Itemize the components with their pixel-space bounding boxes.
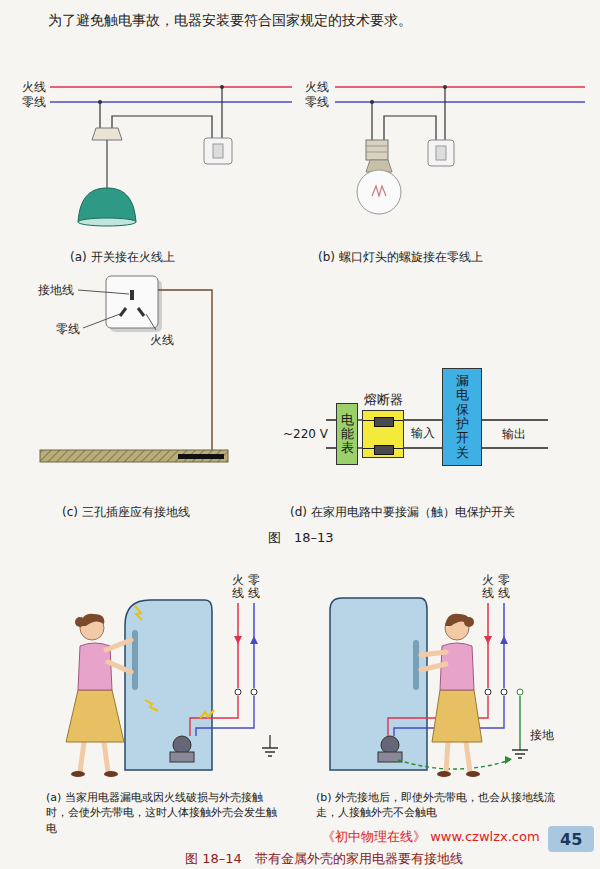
figure-caption: 图 18–13 (268, 530, 334, 546)
wire-label: 零线 (22, 95, 46, 109)
rcd-box: 漏电保护开关 (442, 368, 482, 466)
panel-caption: (d) 在家用电路中要接漏（触）电保护开关 (290, 505, 515, 519)
part-label: 火线 (150, 333, 174, 347)
panel-caption: (c) 三孔插座应有接地线 (62, 505, 190, 519)
appliance-without-earth (125, 600, 278, 770)
signal-label: 输入 (411, 426, 435, 440)
panel-caption: (a) 当家用电器漏电或因火线破损与外壳接触时，会使外壳带电，这时人体接触外壳会… (46, 790, 281, 836)
person (421, 614, 482, 777)
three-pin-socket (40, 276, 228, 462)
appliance-with-earth (330, 598, 528, 770)
wire-label: 零线 (248, 574, 260, 600)
wire-connector (404, 419, 442, 420)
box-heading: 熔断器 (351, 392, 415, 408)
intro-text: 为了避免触电事故，电器安装要符合国家规定的技术要求。 (48, 12, 412, 29)
wire-label: 火线 (232, 574, 244, 600)
voltage-label: ~220 V (283, 427, 328, 441)
person (66, 614, 131, 777)
wire-label: 零线 (498, 574, 510, 600)
panel-caption: (a) 开关接在火线上 (70, 250, 175, 264)
supply-wires (326, 420, 548, 448)
box-text: 漏电保护开关 (456, 374, 469, 460)
wire-connector (404, 447, 442, 448)
part-label: 接地线 (38, 283, 74, 297)
wire-label: 零线 (305, 95, 329, 109)
panel-caption: (b) 外壳接地后，即使外壳带电，也会从接地线流走，人接触外壳不会触电 (316, 790, 566, 821)
box-text: 电能表 (341, 413, 354, 456)
bulb-circuit (335, 85, 585, 214)
panel-caption: (b) 螺口灯头的螺旋接在零线上 (318, 250, 483, 264)
wire-label: 火线 (482, 574, 494, 600)
fuse-symbol (374, 445, 394, 455)
fuse-box: 熔断器 (362, 410, 404, 458)
pendant-lamp-circuit (50, 85, 292, 226)
part-label: 零线 (56, 322, 80, 336)
watermark: 《初中物理在线》 www.czwlzx.com (322, 829, 540, 845)
page-number: 45 (560, 830, 582, 849)
meter-box: 电能表 (336, 403, 358, 465)
fuse-symbol (374, 417, 394, 427)
page-tab (548, 826, 594, 852)
wire-label: 火线 (305, 80, 329, 94)
figure-caption: 图 18–14 带有金属外壳的家用电器要有接地线 (185, 851, 463, 867)
wire-label: 火线 (22, 80, 46, 94)
part-label: 接地 (530, 728, 554, 742)
signal-label: 输出 (502, 427, 526, 441)
